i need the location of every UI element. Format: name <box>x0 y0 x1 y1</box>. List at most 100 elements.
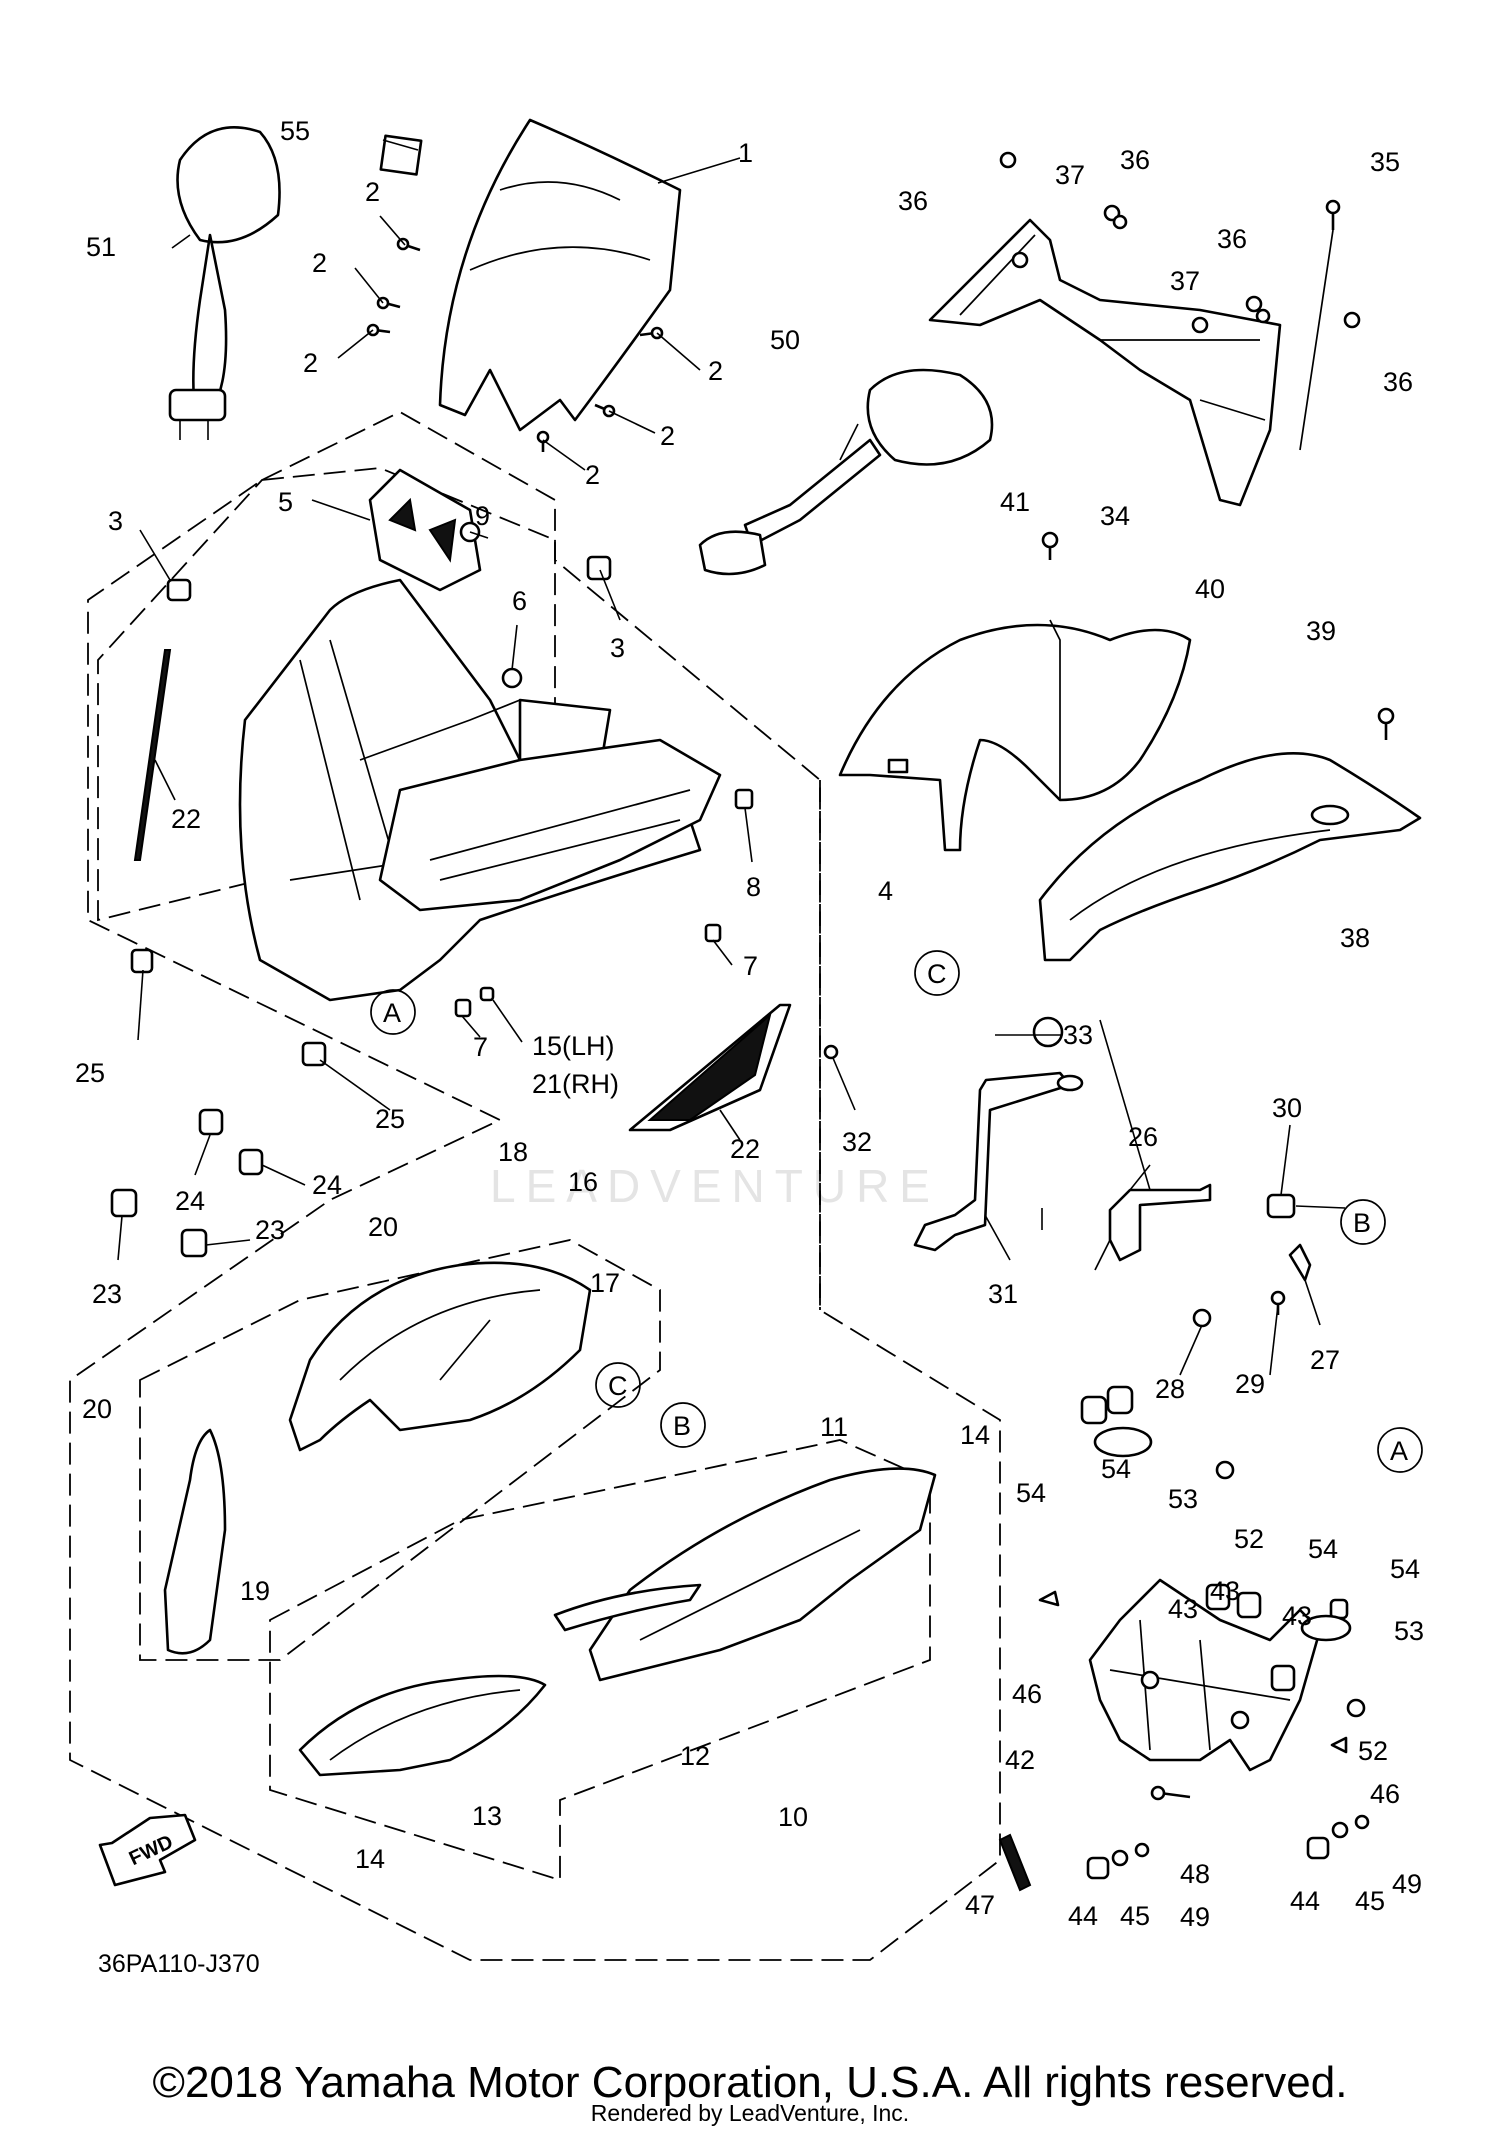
part-40-clip <box>887 758 909 774</box>
part-1-windscreen <box>438 118 682 432</box>
callout-36: 36 <box>1383 367 1413 397</box>
callout-4: 4 <box>878 876 893 906</box>
callout-44: 44 <box>1068 1901 1098 1931</box>
callout-7: 7 <box>743 951 758 981</box>
callout-10: 10 <box>778 1802 808 1832</box>
callout-12: 12 <box>680 1741 710 1771</box>
callout-37: 37 <box>1055 160 1085 190</box>
part-31-bracket <box>823 1016 1084 1252</box>
callout-22: 22 <box>171 804 201 834</box>
callout-55: 55 <box>280 116 310 146</box>
callout-27: 27 <box>1310 1345 1340 1375</box>
callout-3: 3 <box>610 633 625 663</box>
fwd-arrow-icon: FWD <box>98 1813 197 1887</box>
leader-lines <box>117 139 1346 1376</box>
callout-47: 47 <box>965 1890 995 1920</box>
part-28-nut <box>1192 1308 1212 1328</box>
svg-text:C: C <box>927 959 947 989</box>
part-42-stay-bracket <box>1088 1578 1322 1772</box>
callout-11: 11 <box>820 1412 848 1442</box>
callout-46: 46 <box>1370 1779 1400 1809</box>
part-34-fasteners <box>999 151 1361 451</box>
callout-14: 14 <box>960 1420 990 1450</box>
part-19-side-piece <box>163 1428 227 1655</box>
callout-34: 34 <box>1100 501 1130 531</box>
callout-49: 49 <box>1180 1902 1210 1932</box>
part-13-lower-front <box>298 1674 547 1777</box>
callout-3: 3 <box>108 506 123 536</box>
reference-letter-B-upper: B <box>1340 1199 1386 1245</box>
callout-23: 23 <box>255 1215 285 1245</box>
part-42-fasteners <box>998 1385 1370 1892</box>
callout-54: 54 <box>1390 1554 1420 1584</box>
rendered-by-notice: Rendered by LeadVenture, Inc. <box>590 2100 910 2126</box>
callout-37: 37 <box>1170 266 1200 296</box>
callout-2: 2 <box>708 356 723 386</box>
svg-text:C: C <box>608 1371 628 1401</box>
callout-44: 44 <box>1290 1886 1320 1916</box>
reference-letter-C-lower: C <box>595 1362 641 1408</box>
part-26-bracket <box>1094 1183 1312 1328</box>
callout-15-lh: 15(LH) <box>532 1031 615 1061</box>
reference-letter-C-upper: C <box>914 950 960 996</box>
part-32-nut <box>823 1044 839 1060</box>
callout-29: 29 <box>1235 1369 1265 1399</box>
part-10-lower-cowl <box>588 1467 937 1682</box>
callout-25: 25 <box>375 1104 405 1134</box>
svg-text:B: B <box>1353 1208 1371 1238</box>
callout-18: 18 <box>498 1137 528 1167</box>
callout-51: 51 <box>86 232 116 262</box>
svg-text:A: A <box>1390 1436 1408 1466</box>
part-51-left-mirror <box>168 126 281 440</box>
callout-52: 52 <box>1234 1524 1264 1554</box>
callout-40: 40 <box>1195 574 1225 604</box>
callout-39: 39 <box>1306 616 1336 646</box>
callout-8: 8 <box>746 872 761 902</box>
callout-9: 9 <box>475 501 490 531</box>
callout-2: 2 <box>303 348 318 378</box>
callout-17: 17 <box>590 1268 620 1298</box>
callout-46: 46 <box>1012 1679 1042 1709</box>
reference-letter-B-lower: B <box>660 1402 706 1448</box>
callout-41: 41 <box>1000 487 1030 517</box>
callout-43: 43 <box>1282 1601 1312 1631</box>
part-55-label <box>379 134 423 176</box>
callout-54: 54 <box>1308 1534 1338 1564</box>
callout-45: 45 <box>1355 1886 1385 1916</box>
callout-43: 43 <box>1210 1576 1240 1606</box>
callout-2: 2 <box>312 248 327 278</box>
group-outline-lower-cowl <box>269 1439 931 1882</box>
part-22-decal-left <box>133 649 172 861</box>
copyright-notice: ©2018 Yamaha Motor Corporation, U.S.A. A… <box>152 2058 1348 2107</box>
callout-35: 35 <box>1370 147 1400 177</box>
callout-33: 33 <box>1063 1020 1093 1050</box>
callout-1: 1 <box>738 138 753 168</box>
callout-21-rh: 21(RH) <box>532 1069 619 1099</box>
callout-36: 36 <box>1217 224 1247 254</box>
callout-30: 30 <box>1272 1093 1302 1123</box>
part-50-right-mirror <box>698 368 994 576</box>
fasteners-upper <box>110 521 754 1258</box>
callout-45: 45 <box>1120 1901 1150 1931</box>
svg-text:A: A <box>383 998 401 1028</box>
part-33-grommet <box>1032 1016 1064 1048</box>
callout-50: 50 <box>770 325 800 355</box>
svg-text:B: B <box>673 1411 691 1441</box>
diagram-code: 36PA110-J370 <box>98 1950 260 1978</box>
callout-2: 2 <box>660 421 675 451</box>
callout-42: 42 <box>1005 1745 1035 1775</box>
lower-cowl-strip <box>553 1583 702 1632</box>
callout-20: 20 <box>368 1212 398 1242</box>
callout-24: 24 <box>312 1170 342 1200</box>
callout-52: 52 <box>1358 1736 1388 1766</box>
callout-54: 54 <box>1101 1454 1131 1484</box>
callout-2: 2 <box>585 460 600 490</box>
callout-23: 23 <box>92 1279 122 1309</box>
callout-5: 5 <box>278 487 293 517</box>
callout-20: 20 <box>82 1394 112 1424</box>
callout-6: 6 <box>512 586 527 616</box>
callout-49: 49 <box>1392 1869 1422 1899</box>
callout-25: 25 <box>75 1058 105 1088</box>
part-2-screws <box>366 237 664 452</box>
